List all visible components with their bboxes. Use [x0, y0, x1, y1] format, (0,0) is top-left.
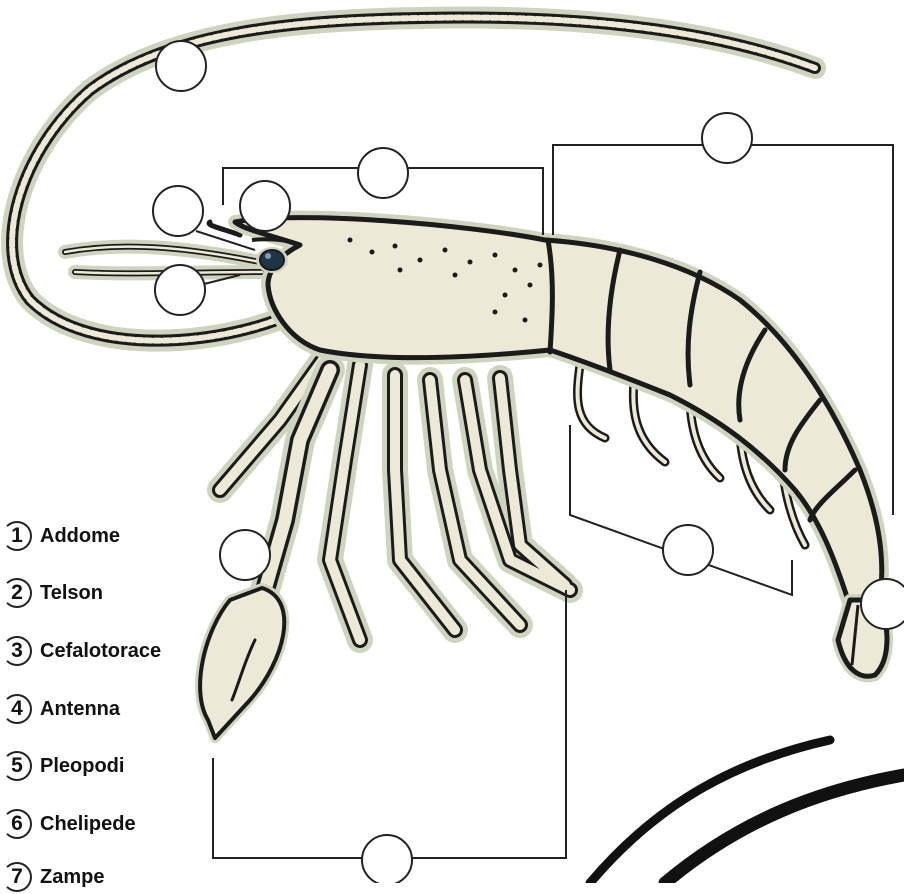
answer-circle[interactable]: [663, 525, 713, 575]
legend-item: 5 Pleopodi: [2, 749, 124, 783]
answer-circle[interactable]: [358, 148, 408, 198]
answer-circle[interactable]: [155, 265, 205, 315]
decorative-swoosh: [590, 740, 904, 883]
legend-label: Chelipede: [40, 813, 136, 836]
legend-item: 7 Zampe: [2, 860, 104, 894]
legend-item: 3 Cefalotorace: [2, 634, 161, 668]
legend-label: Telson: [40, 582, 103, 605]
answer-circle[interactable]: [156, 41, 206, 91]
answer-circle[interactable]: [861, 579, 904, 629]
answer-circle[interactable]: [220, 530, 270, 580]
legend-item: 1 Addome: [2, 519, 120, 553]
legend-label: Antenna: [40, 698, 120, 721]
legend-number: 5: [2, 751, 32, 781]
legend-number: 2: [2, 578, 32, 608]
legend-label: Zampe: [40, 866, 104, 889]
legend-label: Cefalotorace: [40, 640, 161, 663]
legend-item: 2 Telson: [2, 576, 103, 610]
legend-number: 1: [2, 521, 32, 551]
legend-number: 4: [2, 694, 32, 724]
legend-number: 6: [2, 809, 32, 839]
eye: [256, 247, 288, 273]
answer-circle[interactable]: [362, 835, 412, 883]
legend-number: 3: [2, 636, 32, 666]
answer-circle[interactable]: [153, 186, 203, 236]
answer-circle[interactable]: [702, 113, 752, 163]
legend-label: Addome: [40, 525, 120, 548]
legend-item: 6 Chelipede: [2, 807, 136, 841]
answer-circle[interactable]: [240, 181, 290, 231]
legend-number: 7: [2, 862, 32, 892]
legend-item: 4 Antenna: [2, 692, 120, 726]
legend-label: Pleopodi: [40, 755, 124, 778]
